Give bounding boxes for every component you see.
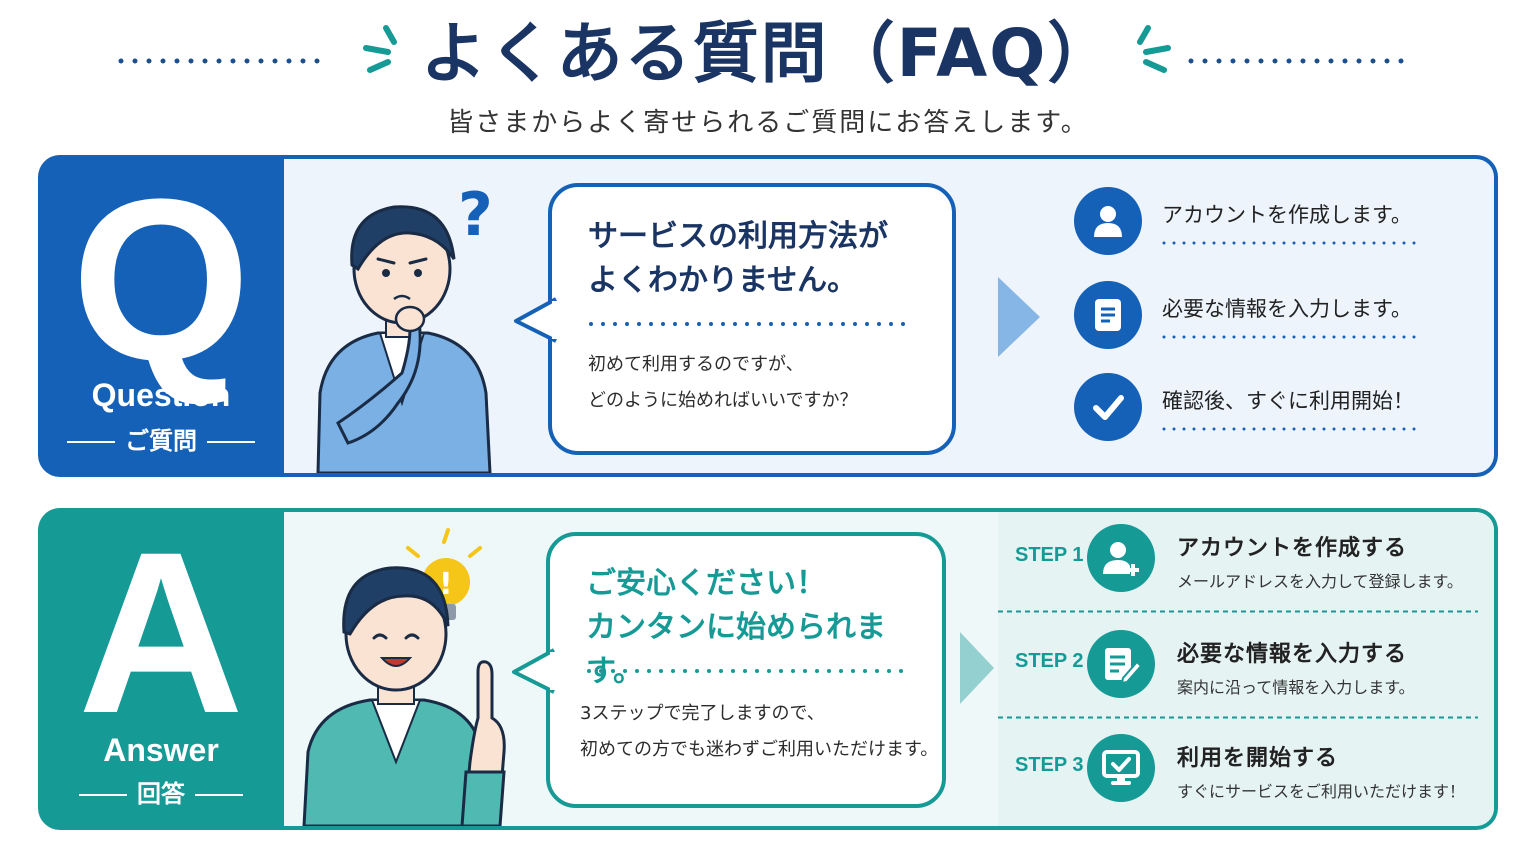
question-list-item-2: 必要な情報を入力します。	[1074, 281, 1434, 351]
answer-bubble-divider	[587, 669, 915, 673]
answering-person-illustration: !	[302, 528, 506, 826]
answer-sub-label: 回答	[56, 774, 266, 809]
answer-arrow-icon	[960, 632, 994, 704]
step-1: STEP 1 アカウントを作成する メールアドレスを入力して登録します。	[1013, 508, 1483, 608]
question-arrow-icon	[998, 277, 1040, 357]
question-list-item-1: アカウントを作成します。	[1074, 187, 1434, 257]
question-label: Question	[91, 377, 231, 413]
step-3: STEP 3 利用を開始する すぐにサービスをご利用いただけます！	[1013, 718, 1483, 818]
add-user-icon	[1087, 524, 1155, 592]
burst-right-icon	[1137, 25, 1171, 73]
answer-label: Answer	[103, 732, 219, 768]
step-2: STEP 2 必要な情報を入力する 案内に沿って情報を入力します。	[1013, 614, 1483, 714]
burst-left-icon	[363, 25, 397, 73]
answer-bubble-title: ご安心ください！ カンタンに始められます。	[586, 566, 886, 689]
dotted-line-right	[1188, 58, 1418, 64]
monitor-check-icon	[1087, 734, 1155, 802]
check-icon	[1074, 373, 1142, 441]
answer-bubble-tail	[512, 648, 556, 694]
question-bubble-divider	[589, 322, 917, 326]
svg-text:?: ?	[458, 180, 493, 250]
thinking-person-illustration: ?	[316, 180, 493, 473]
user-icon	[1074, 187, 1142, 255]
answer-speech-bubble: ご安心ください！ カンタンに始められます。 3ステップで完了しますので、 初めて…	[546, 532, 946, 808]
document-icon	[1074, 281, 1142, 349]
steps-area	[998, 512, 1494, 826]
question-panel: Q Question ご質問 ? サービスの利用方法が よくわかりません。 初め…	[38, 155, 1498, 477]
question-bubble-tail	[514, 297, 558, 343]
dotted-line-left	[118, 58, 328, 64]
answer-letter: A	[77, 508, 245, 761]
faq-header: よくある質問（FAQ） 皆さまからよく寄せられるご質問にお答えします。	[0, 0, 1536, 150]
page-subtitle: 皆さまからよく寄せられるご質問にお答えします。	[447, 108, 1089, 138]
question-bubble-title: サービスの利用方法が よくわかりません。	[588, 219, 888, 298]
edit-form-icon	[1087, 630, 1155, 698]
answer-panel: A Answer 回答 ! ご安心ください！ カンタンに始められます。	[38, 508, 1498, 830]
question-list-item-3: 確認後、すぐに利用開始！	[1074, 373, 1434, 443]
question-speech-bubble: サービスの利用方法が よくわかりません。 初めて利用するのですが、 どのように始…	[548, 183, 956, 455]
question-sub-label: ご質問	[56, 421, 266, 456]
question-bubble-body: 初めて利用するのですが、 どのように始めればいいですか？	[588, 354, 858, 411]
question-letter: Q	[71, 155, 251, 408]
step-divider-1	[998, 610, 1478, 613]
answer-bubble-body: 3ステップで完了しますので、 初めての方でも迷わずご利用いただけます。	[580, 703, 939, 760]
step-divider-2	[998, 716, 1478, 719]
page-title: よくある質問（FAQ）	[420, 15, 1116, 92]
